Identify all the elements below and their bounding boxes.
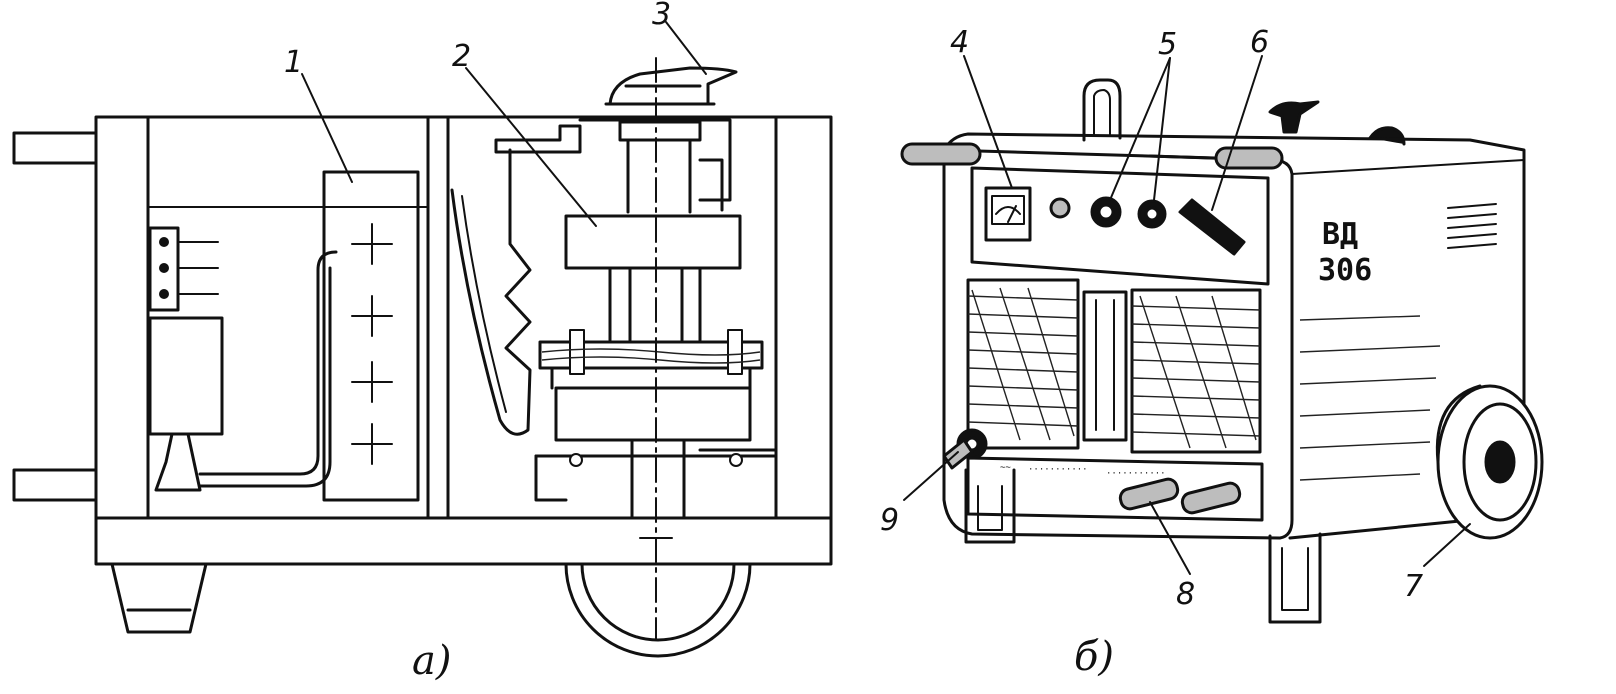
terminal-panel xyxy=(966,456,1264,522)
callout-3: 3 xyxy=(652,0,671,32)
callout-7: 7 xyxy=(1404,569,1423,604)
front-leg-right xyxy=(1268,532,1322,624)
bellows-shunt xyxy=(450,148,532,436)
louvre-grille-right xyxy=(1130,288,1262,454)
foot-left xyxy=(110,562,208,634)
callout-5: 5 xyxy=(1158,27,1177,62)
caption-b: б) xyxy=(1074,634,1114,680)
carry-handle xyxy=(1082,78,1122,142)
callout-2: 2 xyxy=(452,39,471,74)
output-terminal-right xyxy=(1180,481,1242,515)
svg-text:···········: ··········· xyxy=(1028,465,1088,475)
caption-a: а) xyxy=(412,638,451,684)
callout-8: 8 xyxy=(1176,577,1195,612)
model-plate-line1: ВД xyxy=(1322,217,1358,252)
handle-bottom-left xyxy=(12,468,98,502)
handle-top-left xyxy=(12,131,98,165)
svg-text:···········: ··········· xyxy=(1106,469,1166,479)
adjusting-handwheel xyxy=(608,66,738,106)
fan-motor xyxy=(148,316,224,436)
side-vent xyxy=(1447,203,1497,249)
louvre-grille-left xyxy=(966,278,1080,450)
side-panel-texture xyxy=(1299,315,1441,481)
core-yoke xyxy=(538,340,764,370)
figure-b-exterior-view: ~~ ··········· ··········· ВД 306 xyxy=(880,25,1544,680)
housing-frame xyxy=(94,115,833,566)
callout-9: 9 xyxy=(880,503,899,538)
output-terminal-left xyxy=(1118,477,1180,511)
rectifier-block xyxy=(322,170,420,502)
wheel xyxy=(564,562,752,658)
movable-coil xyxy=(564,214,742,270)
callout-1: 1 xyxy=(284,45,303,80)
ammeter xyxy=(984,186,1032,242)
center-panel xyxy=(1082,290,1128,442)
front-leg-left xyxy=(964,468,1016,544)
callout-4: 4 xyxy=(950,25,969,60)
range-switch xyxy=(1178,198,1246,256)
callout-6: 6 xyxy=(1250,25,1269,60)
fixed-coil xyxy=(554,386,752,442)
top-adjust-knob xyxy=(1268,100,1320,134)
rectifier-marks xyxy=(351,223,393,465)
svg-text:~~: ~~ xyxy=(1000,463,1011,473)
model-plate-line2: 306 xyxy=(1318,253,1372,288)
pilot-lamp xyxy=(1049,197,1071,219)
side-handle xyxy=(900,142,982,166)
figure-a-section-view: 1 2 3 а) xyxy=(12,0,833,684)
control-panel xyxy=(970,166,1270,286)
